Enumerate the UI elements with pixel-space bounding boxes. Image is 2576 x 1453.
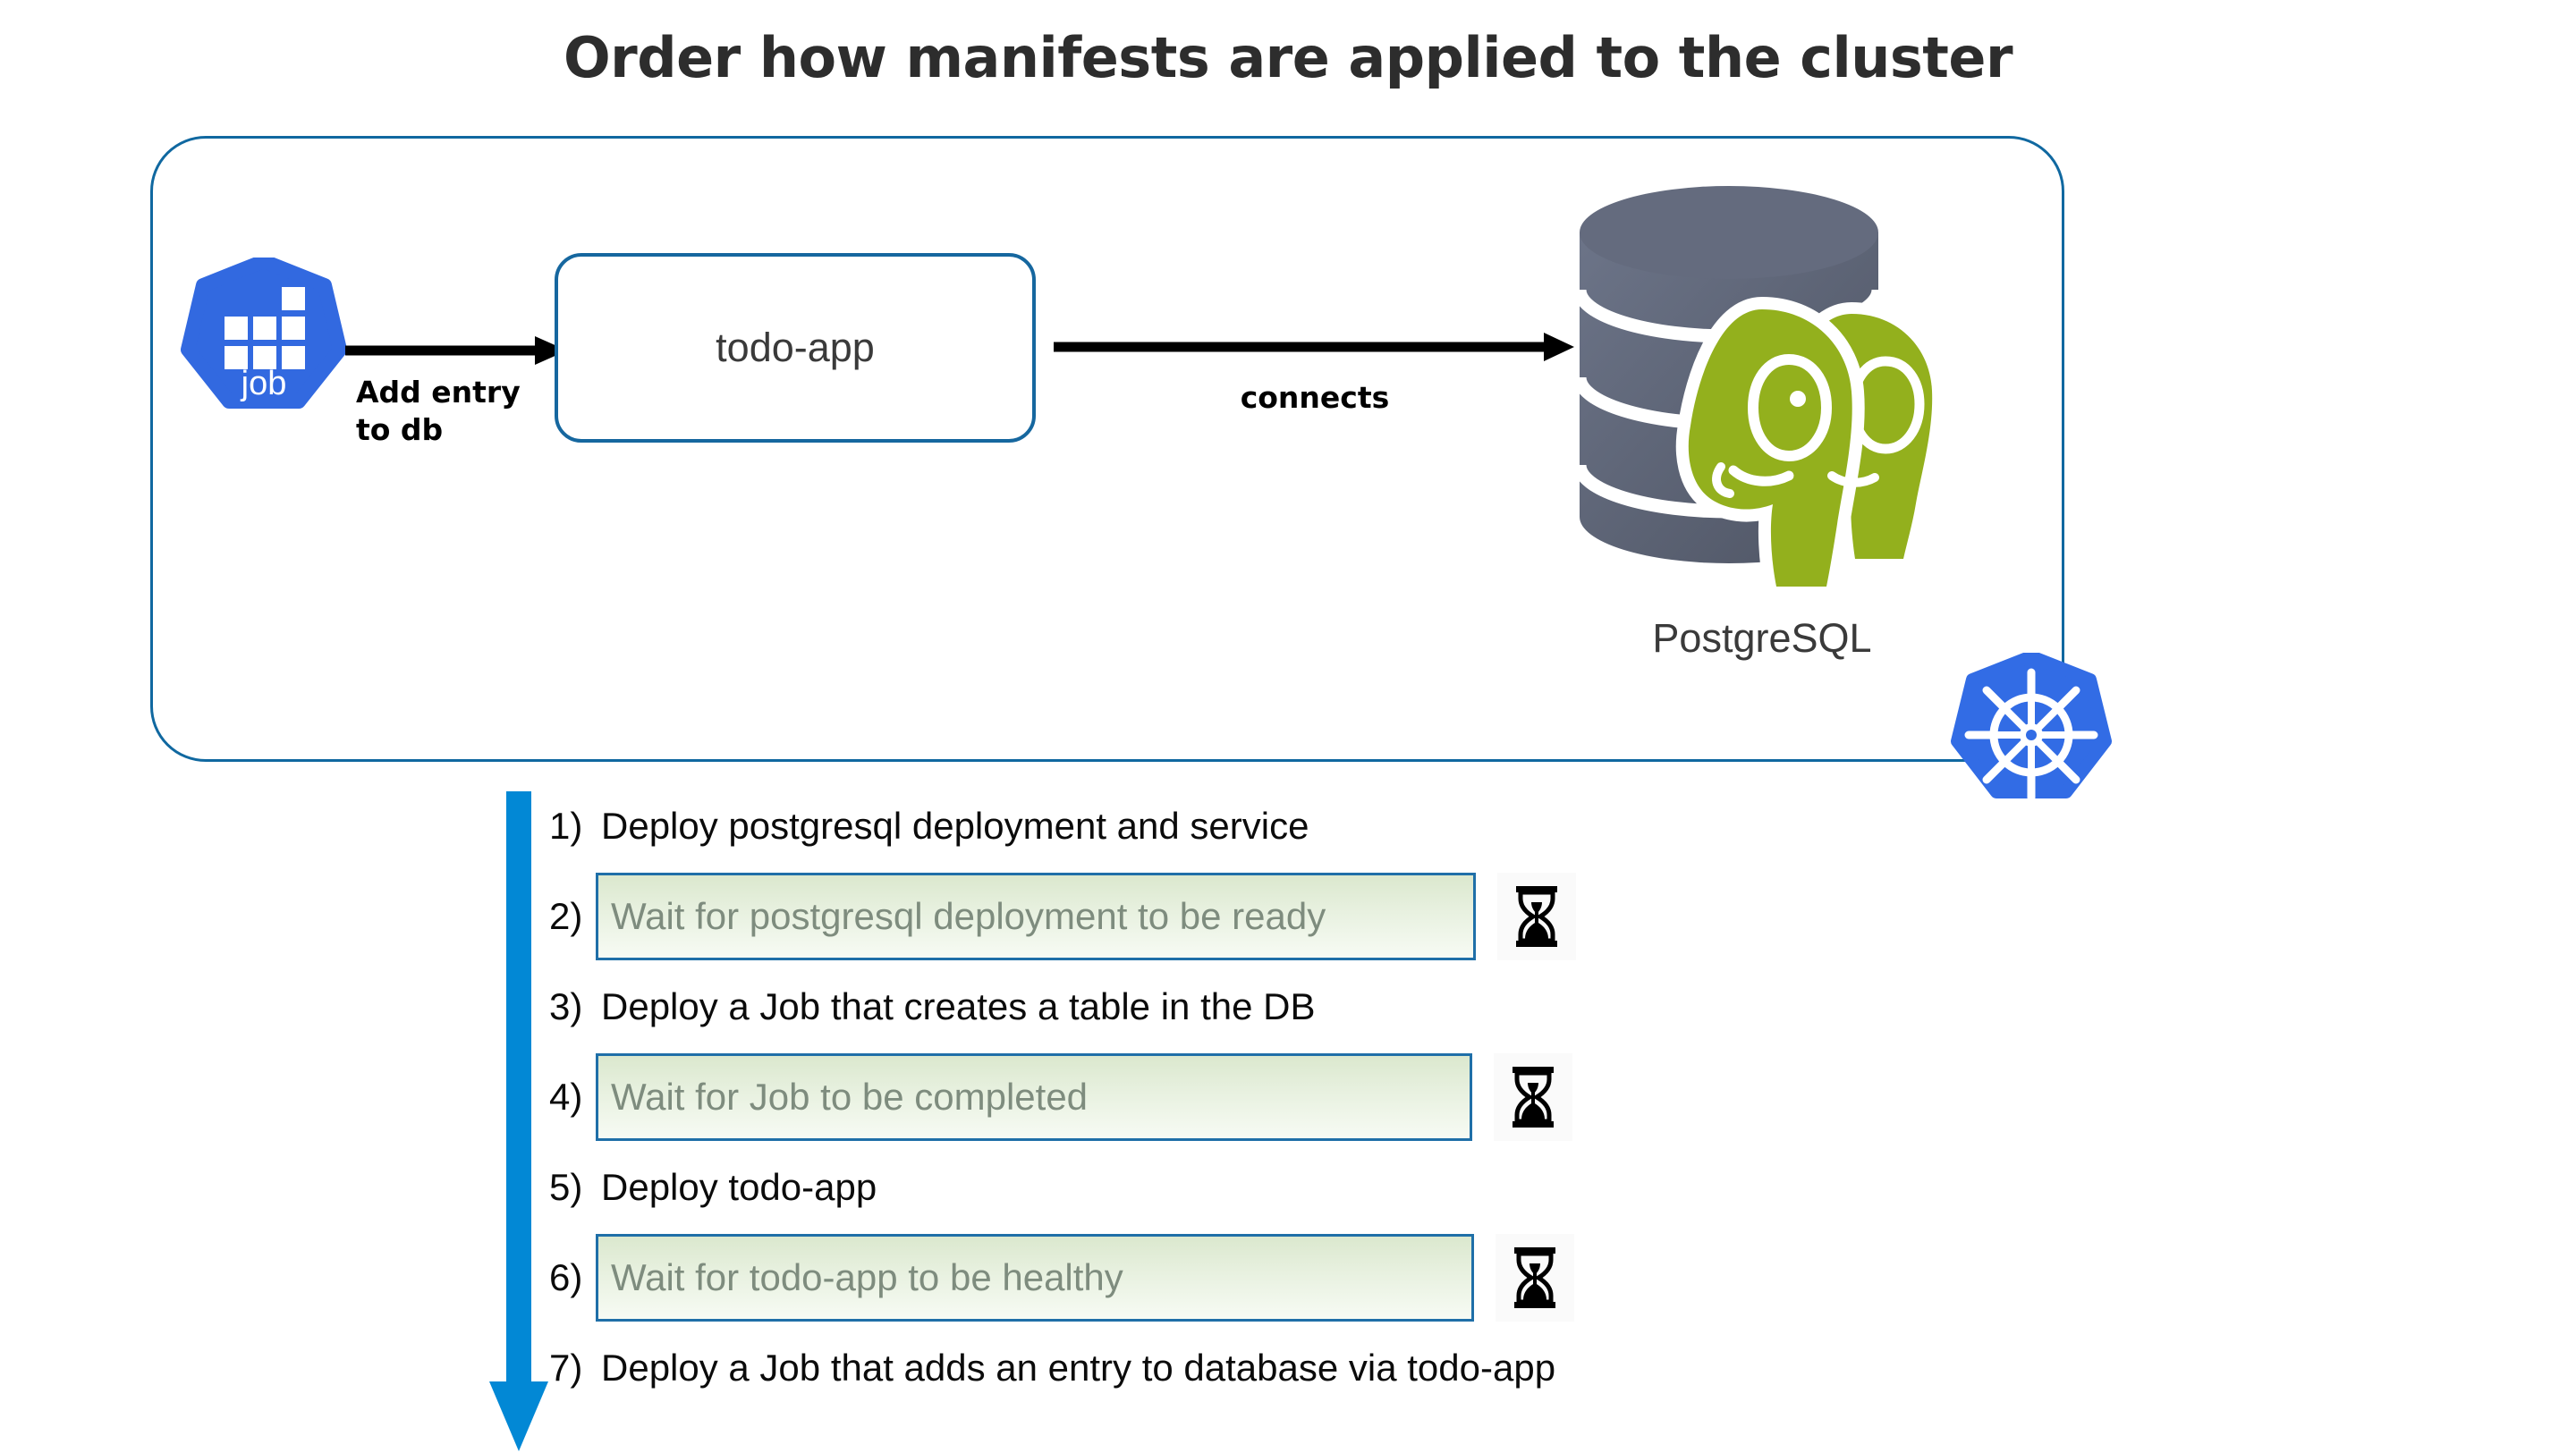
step-number: 7) xyxy=(549,1347,583,1389)
wait-step-box: Wait for todo-app to be healthy xyxy=(596,1234,1474,1322)
list-item: 7) Deploy a Job that adds an entry to da… xyxy=(549,1327,1891,1409)
hourglass-badge xyxy=(1497,873,1576,960)
step-number: 6) xyxy=(549,1256,583,1298)
list-item: 1) Deploy postgresql deployment and serv… xyxy=(549,785,1891,867)
step-number: 3) xyxy=(549,985,583,1027)
arrow-right-icon-app-to-db xyxy=(1054,333,1574,361)
list-item: 2) Wait for postgresql deployment to be … xyxy=(549,867,1891,966)
job-node-label: job xyxy=(241,365,287,402)
edge-label-add-entry: Add entry to db xyxy=(356,374,651,449)
hourglass-badge xyxy=(1494,1053,1572,1141)
list-item: 3) Deploy a Job that creates a table in … xyxy=(549,966,1891,1048)
list-item: 5) Deploy todo-app xyxy=(549,1146,1891,1229)
postgresql-node xyxy=(1563,175,1961,596)
down-arrow-icon xyxy=(489,791,548,1451)
steps-list: 1) Deploy postgresql deployment and serv… xyxy=(549,785,1891,1409)
todo-app-node: todo-app xyxy=(555,253,1036,443)
wait-step-box: Wait for Job to be completed xyxy=(596,1053,1472,1141)
kubernetes-logo-icon xyxy=(1951,653,2112,802)
wait-step-box: Wait for postgresql deployment to be rea… xyxy=(596,873,1476,960)
hourglass-icon xyxy=(1513,1067,1554,1128)
step-text: Deploy a Job that creates a table in the… xyxy=(601,985,1316,1027)
hourglass-icon xyxy=(1516,886,1557,947)
job-node: job xyxy=(179,258,349,432)
step-text: Wait for todo-app to be healthy xyxy=(611,1256,1123,1298)
postgresql-node-label: PostgreSQL xyxy=(1652,615,1872,661)
list-item: 6) Wait for todo-app to be healthy xyxy=(549,1229,1891,1327)
todo-app-node-label: todo-app xyxy=(716,325,875,370)
step-number: 4) xyxy=(549,1076,583,1118)
edge-label-add-entry-line1: Add entry xyxy=(356,375,521,410)
step-number: 5) xyxy=(549,1166,583,1208)
step-text: Deploy a Job that adds an entry to datab… xyxy=(601,1347,1556,1389)
step-text: Deploy postgresql deployment and service xyxy=(601,805,1309,847)
list-item: 4) Wait for Job to be completed xyxy=(549,1048,1891,1146)
page-title: Order how manifests are applied to the c… xyxy=(563,25,2013,90)
step-text: Wait for postgresql deployment to be rea… xyxy=(611,895,1326,937)
kubernetes-logo-badge xyxy=(1948,653,2114,819)
step-number: 2) xyxy=(549,895,583,937)
edge-label-add-entry-line2: to db xyxy=(356,412,444,448)
step-number: 1) xyxy=(549,805,583,847)
cluster-boundary xyxy=(150,136,2064,762)
hourglass-icon xyxy=(1514,1247,1555,1308)
postgresql-elephant-icon xyxy=(1580,186,1945,596)
step-text: Wait for Job to be completed xyxy=(611,1076,1089,1118)
step-text: Deploy todo-app xyxy=(601,1166,877,1208)
kubernetes-job-icon xyxy=(181,258,347,409)
edge-label-connects: connects xyxy=(1240,380,1390,415)
arrow-right-icon-job-to-app xyxy=(345,336,567,365)
hourglass-badge xyxy=(1496,1234,1574,1322)
